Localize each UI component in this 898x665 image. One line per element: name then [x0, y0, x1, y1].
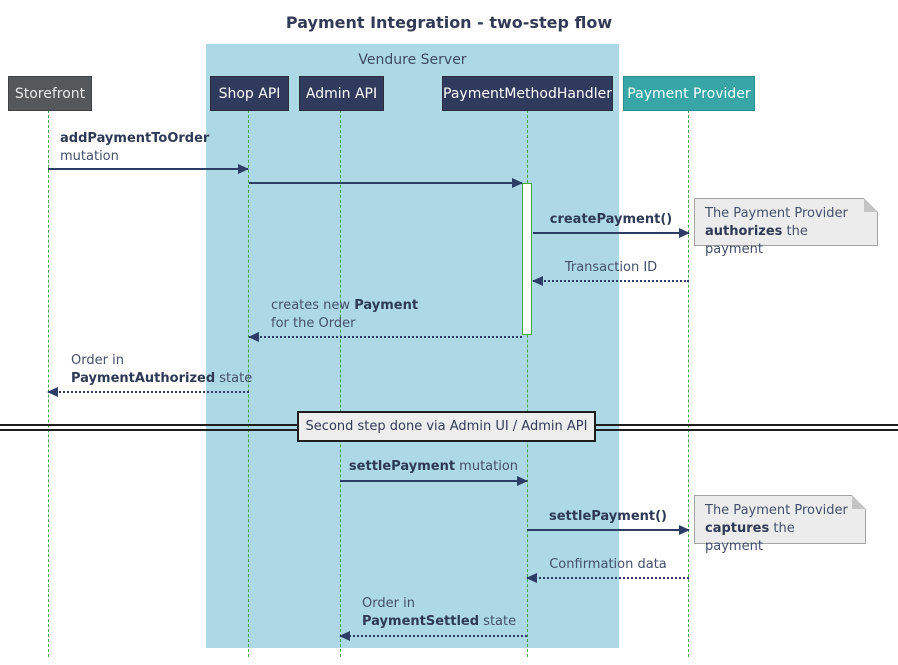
arrowhead-left-icon: [248, 332, 259, 342]
arrowhead-right-icon: [679, 525, 690, 535]
message-creates-payment-label: creates new Payment for the Order: [271, 298, 419, 331]
divider-label: Second step done via Admin UI / Admin AP…: [297, 411, 596, 442]
lifeline-shop-api: [248, 110, 249, 657]
participant-storefront: Storefront: [8, 76, 92, 111]
diagram-title: Payment Integration - two-step flow: [285, 13, 613, 32]
message-settle-call-arrow: [527, 525, 690, 535]
message-settle-mutation-arrow: [340, 476, 528, 486]
arrowhead-right-icon: [679, 228, 690, 238]
message-transaction-id-label: Transaction ID: [564, 260, 658, 275]
message-settle-call-label: settlePayment(): [549, 509, 667, 524]
message-transaction-id-arrow: [532, 276, 689, 286]
activation-bar: [522, 183, 532, 335]
message-order-settled-arrow: [339, 631, 527, 641]
message-creates-payment-arrow: [248, 332, 522, 342]
arrowhead-left-icon: [526, 573, 537, 583]
message-create-payment-arrow: [533, 228, 690, 238]
arrowhead-right-icon: [517, 476, 528, 486]
message-confirmation-label: Confirmation data: [549, 557, 667, 572]
lifeline-storefront: [48, 110, 49, 657]
arrowhead-right-icon: [512, 178, 523, 188]
message-order-settled-label: Order in PaymentSettled state: [362, 596, 517, 629]
message-order-authorized-label: Order in PaymentAuthorized state: [71, 353, 253, 386]
vendure-server-container: Vendure Server: [206, 44, 619, 648]
lifeline-payment-provider: [688, 110, 689, 657]
participant-admin-api: Admin API: [299, 76, 384, 111]
participant-shop-api: Shop API: [210, 76, 289, 111]
message-add-payment-label: addPaymentToOrder mutation: [60, 131, 210, 164]
arrowhead-right-icon: [238, 164, 249, 174]
arrowhead-left-icon: [532, 276, 543, 286]
message-forward-arrow: [249, 178, 523, 188]
message-confirmation-arrow: [526, 573, 689, 583]
lifeline-payment-method-handler: [527, 110, 528, 657]
lifeline-admin-api: [340, 110, 341, 657]
message-create-payment-label: createPayment(): [549, 212, 673, 227]
message-add-payment-arrow: [48, 164, 249, 174]
arrowhead-left-icon: [47, 387, 58, 397]
participant-payment-provider: Payment Provider: [623, 76, 755, 111]
participant-payment-method-handler: PaymentMethodHandler: [442, 76, 613, 111]
note-captures: The Payment Provider captures the paymen…: [694, 495, 866, 554]
vendure-server-label: Vendure Server: [358, 52, 467, 68]
message-settle-mutation-label: settlePayment mutation: [348, 459, 519, 474]
message-order-authorized-arrow: [47, 387, 249, 397]
arrowhead-left-icon: [339, 631, 350, 641]
note-authorizes: The Payment Provider authorizes the paym…: [694, 198, 878, 257]
